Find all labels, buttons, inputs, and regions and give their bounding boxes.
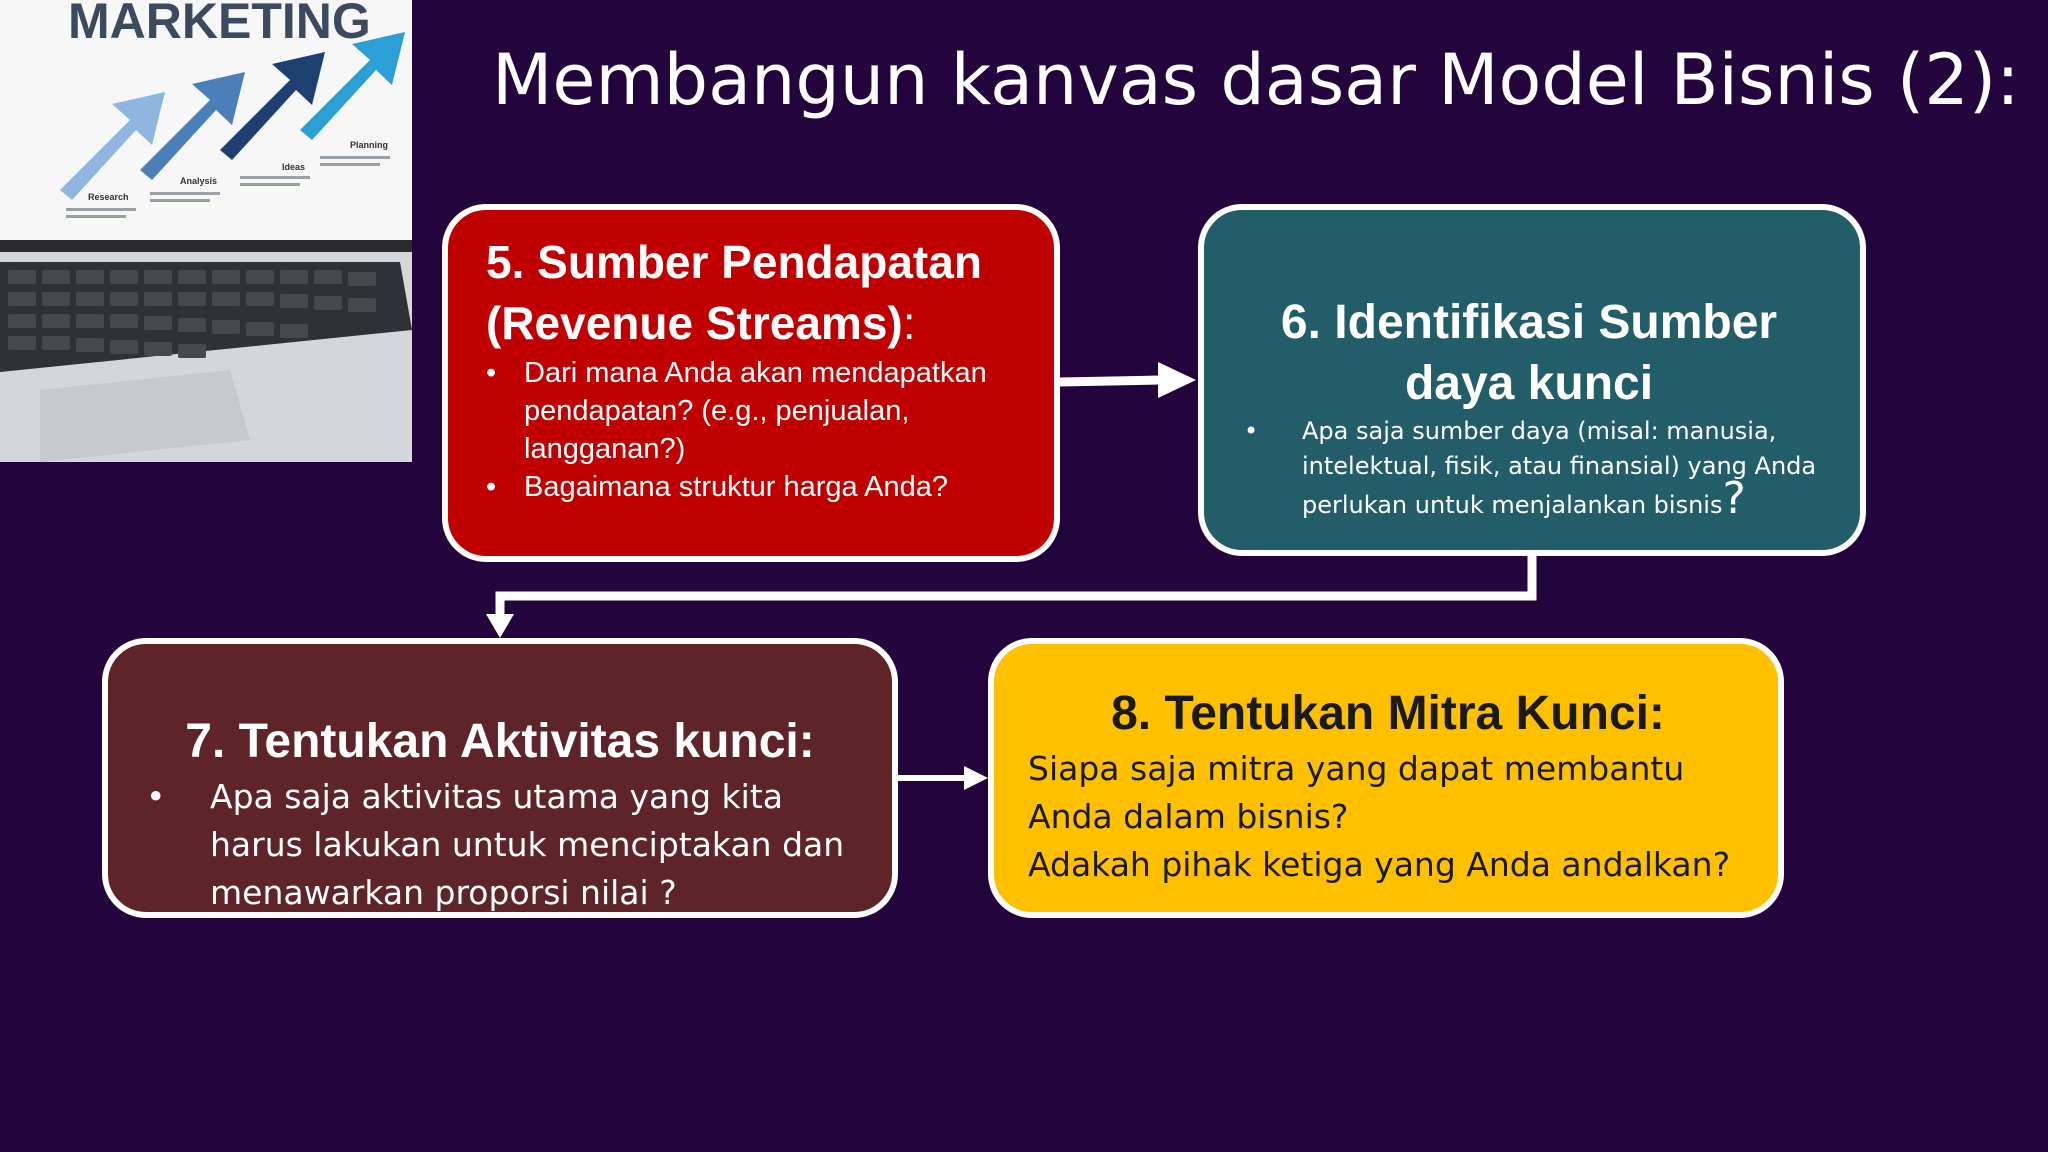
- step-7-bullets: •Apa saja aktivitas utama yang kita haru…: [138, 773, 862, 912]
- arrow-6-to-7: [486, 556, 1537, 638]
- laptop-illustration: Research Analysis Ideas Planning MARKETI…: [0, 0, 412, 462]
- step-6-key-resources: 6. Identifikasi Sumber daya kunci •Apa s…: [1198, 204, 1866, 556]
- list-item: •Dari mana Anda akan mendapatkan pendapa…: [486, 354, 1024, 468]
- step-8-line: Siapa saja mitra yang dapat membantu And…: [1028, 749, 1685, 836]
- list-item: •Apa saja aktivitas utama yang kita haru…: [138, 773, 862, 912]
- photo-heading: MARKETING: [68, 0, 371, 49]
- photo-label-ideas: Ideas: [282, 162, 305, 172]
- step-5-title: 5. Sumber Pendapatan (Revenue Streams):: [486, 236, 982, 349]
- step-8-title: 8. Tentukan Mitra Kunci:: [1111, 687, 1665, 740]
- step-8-key-partners: 8. Tentukan Mitra Kunci: Siapa saja mitr…: [988, 638, 1784, 918]
- bullet-icon: •: [146, 777, 166, 816]
- step-6-title: 6. Identifikasi Sumber daya kunci: [1280, 296, 1778, 410]
- list-item: •Apa saja sumber daya (misal: manusia, i…: [1238, 414, 1820, 523]
- step-5-revenue-streams: 5. Sumber Pendapatan (Revenue Streams): …: [442, 204, 1060, 562]
- bullet-icon: •: [486, 471, 497, 503]
- step-6-bullets: •Apa saja sumber daya (misal: manusia, i…: [1238, 414, 1820, 523]
- step-8-line: Adakah pihak ketiga yang Anda andalkan?: [1028, 845, 1731, 884]
- photo-label-planning: Planning: [350, 140, 388, 150]
- bullet-icon: •: [1244, 417, 1259, 445]
- slide-title: Membangun kanvas dasar Model Bisnis (2):: [492, 39, 2020, 121]
- list-item: •Bagaimana struktur harga Anda?: [486, 468, 1024, 506]
- step-7-key-activities: 7. Tentukan Aktivitas kunci: •Apa saja a…: [102, 638, 898, 918]
- marketing-laptop-photo: Research Analysis Ideas Planning MARKETI…: [0, 0, 412, 462]
- step-7-title: 7. Tentukan Aktivitas kunci:: [185, 715, 815, 768]
- bullet-icon: •: [486, 357, 497, 389]
- photo-label-analysis: Analysis: [180, 176, 217, 186]
- step-5-bullets: •Dari mana Anda akan mendapatkan pendapa…: [486, 354, 1024, 506]
- photo-label-research: Research: [88, 192, 129, 202]
- arrow-7-to-8: [898, 766, 988, 790]
- arrow-5-to-6: [1059, 362, 1196, 398]
